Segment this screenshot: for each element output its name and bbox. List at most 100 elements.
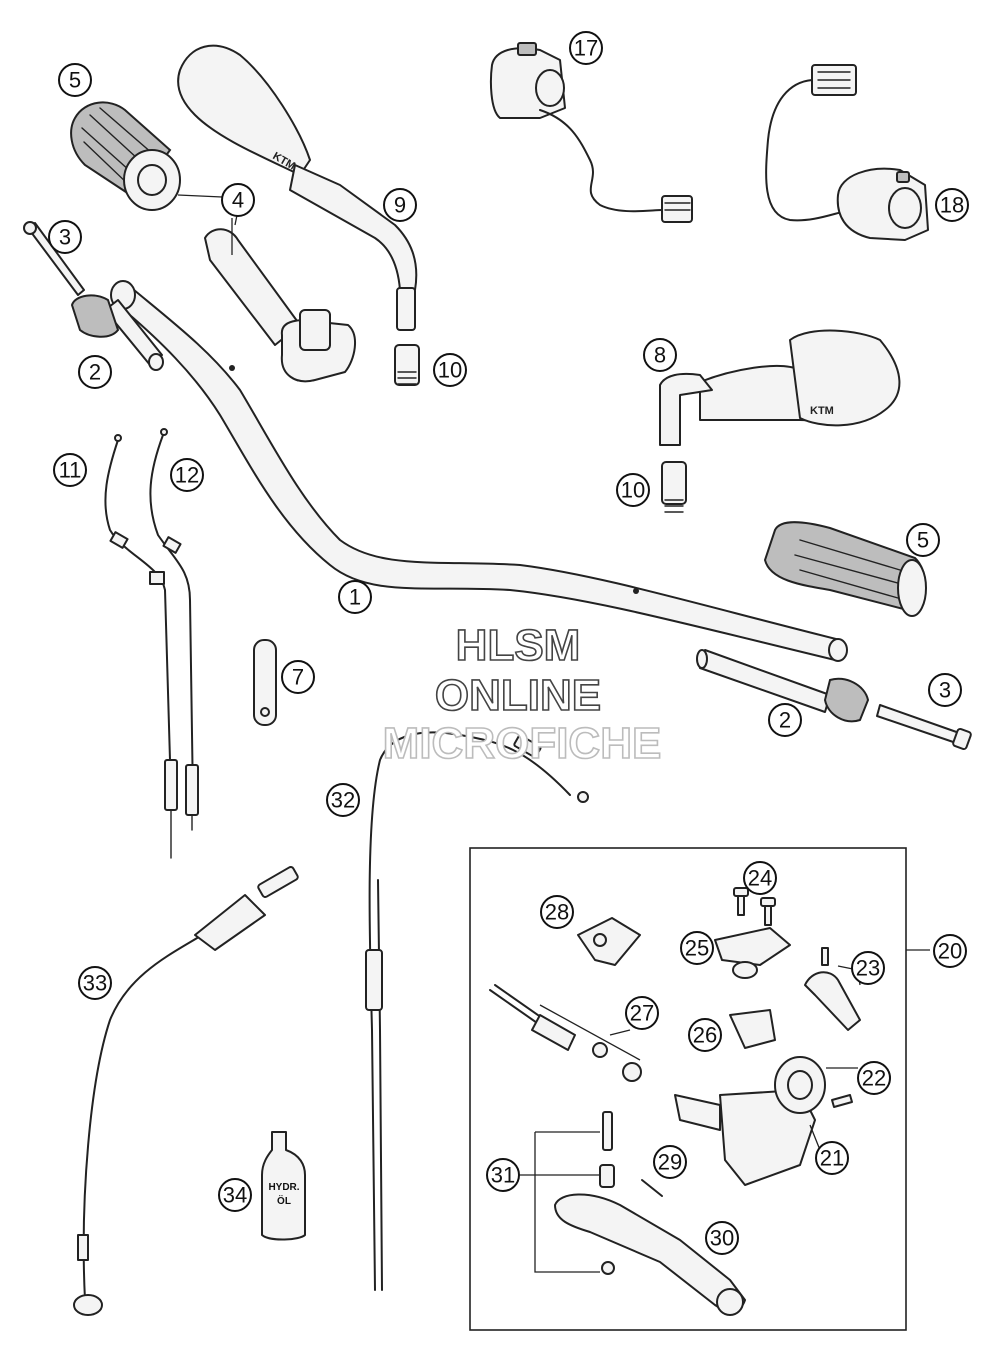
watermark-line1: HLSM: [456, 621, 581, 670]
callout-20: 20: [933, 934, 967, 968]
callout-27: 27: [625, 996, 659, 1030]
cable-strap: [253, 639, 277, 726]
callout-33: 33: [78, 966, 112, 1000]
callout-17: 17: [569, 31, 603, 65]
bottle-label-line1: HYDR.: [268, 1182, 299, 1193]
lever-23: [804, 947, 861, 1031]
svg-text:8: 8: [654, 343, 666, 368]
watermark: HLSM ONLINE MICROFICHE: [382, 620, 662, 769]
svg-text:20: 20: [938, 939, 962, 964]
callout-7: 7: [281, 660, 315, 694]
svg-text:26: 26: [693, 1023, 717, 1048]
leader-lines: [177, 194, 930, 1273]
callout-2-left: 2: [78, 355, 112, 389]
brake-lever-30: [554, 1111, 746, 1316]
callout-10-top: 10: [433, 353, 467, 387]
svg-text:17: 17: [574, 36, 598, 61]
ktm-logo-right: KTM: [810, 405, 834, 417]
watermark-line3: MICROFICHE: [383, 719, 662, 768]
svg-text:3: 3: [939, 678, 951, 703]
clamp-28: [577, 917, 641, 966]
watermark-line2: ONLINE: [435, 671, 601, 720]
svg-text:7: 7: [292, 665, 304, 690]
callout-5-right: 5: [906, 523, 940, 557]
cover-25: [714, 927, 791, 979]
svg-text:22: 22: [862, 1066, 886, 1091]
svg-text:33: 33: [83, 971, 107, 996]
master-cylinder-21: [674, 1056, 826, 1186]
svg-text:21: 21: [820, 1146, 844, 1171]
svg-text:4: 4: [232, 188, 244, 213]
callout-5-left: 5: [58, 63, 92, 97]
right-grip: [763, 521, 927, 617]
svg-text:9: 9: [394, 193, 406, 218]
throttle-cables: [104, 428, 199, 859]
callout-10-right: 10: [616, 473, 650, 507]
part-26: [729, 1009, 776, 1049]
handlebar: [110, 280, 848, 662]
assembly-box: [469, 847, 907, 1331]
callout-22: 22: [857, 1061, 891, 1095]
callout-12: 12: [170, 458, 204, 492]
svg-text:18: 18: [940, 193, 964, 218]
callout-18: 18: [935, 188, 969, 222]
callout-28: 28: [540, 895, 574, 929]
callout-8: 8: [643, 338, 677, 372]
callout-3-right: 3: [928, 673, 962, 707]
callout-24: 24: [743, 861, 777, 895]
callout-34: 34: [218, 1178, 252, 1212]
piston-27: [489, 984, 642, 1082]
callout-11: 11: [53, 453, 87, 487]
left-switch: [490, 42, 693, 223]
cable-32: [365, 731, 589, 1291]
svg-text:3: 3: [59, 225, 71, 250]
hydraulic-oil-bottle: HYDR. ÖL: [261, 1131, 306, 1241]
callout-3-left: 3: [48, 220, 82, 254]
svg-text:31: 31: [491, 1163, 515, 1188]
svg-text:1: 1: [349, 585, 361, 610]
left-mirror: KTM: [177, 44, 418, 331]
svg-text:2: 2: [779, 708, 791, 733]
spring-29: [641, 1179, 663, 1197]
mirror-adapter-right: [661, 461, 687, 513]
callout-1: 1: [338, 580, 372, 614]
callout-21: 21: [815, 1141, 849, 1175]
callout-9: 9: [383, 188, 417, 222]
callout-29: 29: [653, 1145, 687, 1179]
screws-24: [733, 887, 776, 926]
bottle-label-line2: ÖL: [277, 1194, 291, 1207]
svg-text:25: 25: [685, 936, 709, 961]
svg-text:5: 5: [69, 68, 81, 93]
callout-25: 25: [680, 931, 714, 965]
svg-text:10: 10: [438, 358, 462, 383]
screw-22: [831, 1094, 853, 1108]
callout-23: 23: [851, 951, 885, 985]
callout-30: 30: [705, 1221, 739, 1255]
right-bar-end: [696, 649, 972, 751]
callout-2-right: 2: [768, 703, 802, 737]
svg-text:23: 23: [856, 956, 880, 981]
right-switch: [765, 64, 929, 241]
brake-hose: [73, 866, 299, 1316]
svg-text:27: 27: [630, 1001, 654, 1026]
callout-31: 31: [486, 1158, 520, 1192]
svg-text:11: 11: [59, 458, 82, 483]
svg-text:30: 30: [710, 1226, 734, 1251]
svg-text:10: 10: [621, 478, 645, 503]
left-grip: [70, 101, 181, 211]
callout-4: 4: [221, 183, 255, 217]
svg-text:34: 34: [223, 1183, 247, 1208]
svg-text:32: 32: [331, 788, 355, 813]
svg-text:12: 12: [175, 463, 199, 488]
callout-26: 26: [688, 1018, 722, 1052]
svg-text:2: 2: [89, 360, 101, 385]
svg-text:29: 29: [658, 1150, 682, 1175]
right-mirror: KTM: [659, 329, 901, 446]
callout-32: 32: [326, 783, 360, 817]
throttle-grip: [204, 228, 356, 383]
mirror-adapter-top: [394, 344, 420, 386]
svg-text:5: 5: [917, 528, 929, 553]
left-bar-end: [23, 221, 164, 371]
svg-text:28: 28: [545, 900, 569, 925]
